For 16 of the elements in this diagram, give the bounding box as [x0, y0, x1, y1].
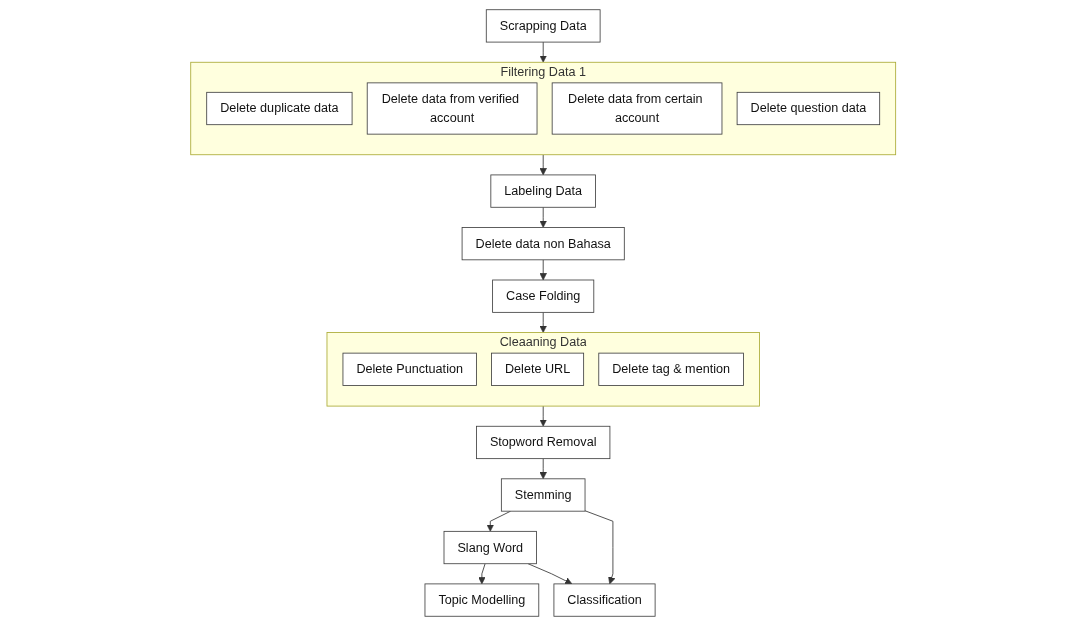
node-box: Scrapping Data — [486, 9, 601, 43]
node-box: Delete URL — [491, 352, 585, 386]
node-box: Stopword Removal — [476, 425, 611, 460]
node-box: Delete tag & mention — [598, 352, 745, 386]
node-box: Classification — [553, 583, 656, 617]
node-box: Delete data from verified account — [367, 82, 538, 135]
node-box: Slang Word — [443, 530, 538, 565]
node-box: Case Folding — [492, 279, 595, 313]
node-box: Topic Modelling — [424, 583, 540, 617]
node-box: Delete Punctuation — [342, 352, 478, 386]
node-box: Labeling Data — [490, 174, 597, 208]
node-box: Delete data non Bahasa — [461, 227, 625, 261]
node-box: Delete data from certain account — [552, 82, 723, 135]
node-box: Stemming — [501, 478, 586, 512]
node-box: Delete question data — [737, 91, 881, 126]
node-box: Delete duplicate data — [206, 91, 353, 126]
